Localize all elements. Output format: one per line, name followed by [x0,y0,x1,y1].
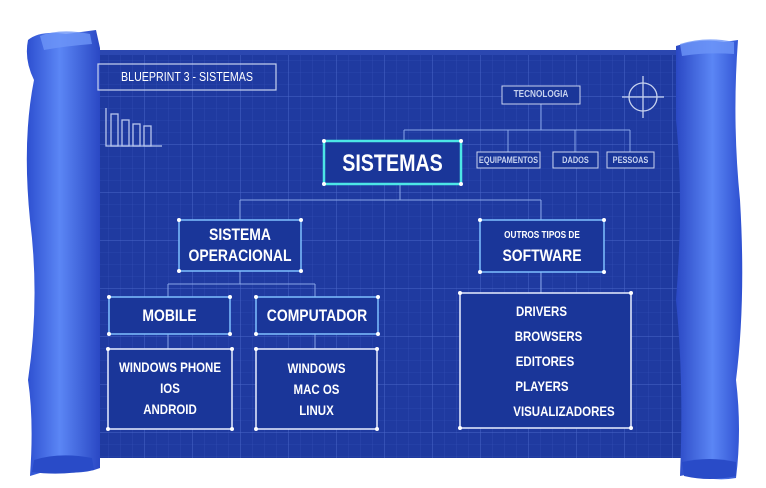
software-item: VISUALIZADORES [513,403,615,419]
software-item: BROWSERS [514,328,583,344]
corner-dots [106,139,633,431]
crosshair-icon [622,76,664,118]
header-box [97,63,277,91]
mobile-item: ANDROID [143,401,197,417]
tecnologia-node [501,85,581,105]
software-item: EDITORES [515,353,575,369]
software-list-box [459,292,632,429]
tecnologia-label: TECNOLOGIA [513,89,569,100]
dados-node [552,151,599,169]
computador-list-box [255,348,378,430]
equipamentos-label: EQUIPAMENTOS [478,155,539,165]
mobile-label: MOBILE [142,306,197,325]
software-item: PLAYERS [515,378,569,394]
computador-item: LINUX [299,402,334,418]
left-scroll-roll [26,30,100,476]
computador-item: MAC OS [293,381,340,397]
pessoas-node [606,151,655,169]
mobile-list-box [107,348,233,430]
bar-chart-icon [105,108,162,147]
sistemas-node [322,139,463,186]
operacional-label: OPERACIONAL [188,246,292,265]
computador-node [255,296,379,335]
mobile-item: WINDOWS PHONE [118,359,222,375]
software-item: DRIVERS [515,303,568,319]
connector-lines [167,104,631,349]
sistema-label: SISTEMA [209,225,271,244]
computador-item: WINDOWS [287,360,346,376]
right-scroll-roll [676,39,743,480]
sistemas-label: SISTEMAS [342,150,443,177]
outros-tipos-label: OUTROS TIPOS DE [504,230,580,241]
software-node [479,219,605,273]
computador-label: COMPUTADOR [266,306,368,325]
mobile-node [108,296,231,335]
sistema-operacional-node [178,219,302,272]
header-title: BLUEPRINT 3 - SISTEMAS [121,69,253,84]
software-label: SOFTWARE [502,246,582,265]
equipamentos-node [476,151,541,169]
mobile-item: IOS [160,380,180,396]
pessoas-label: PESSOAS [612,155,649,165]
dados-label: DADOS [562,155,589,165]
